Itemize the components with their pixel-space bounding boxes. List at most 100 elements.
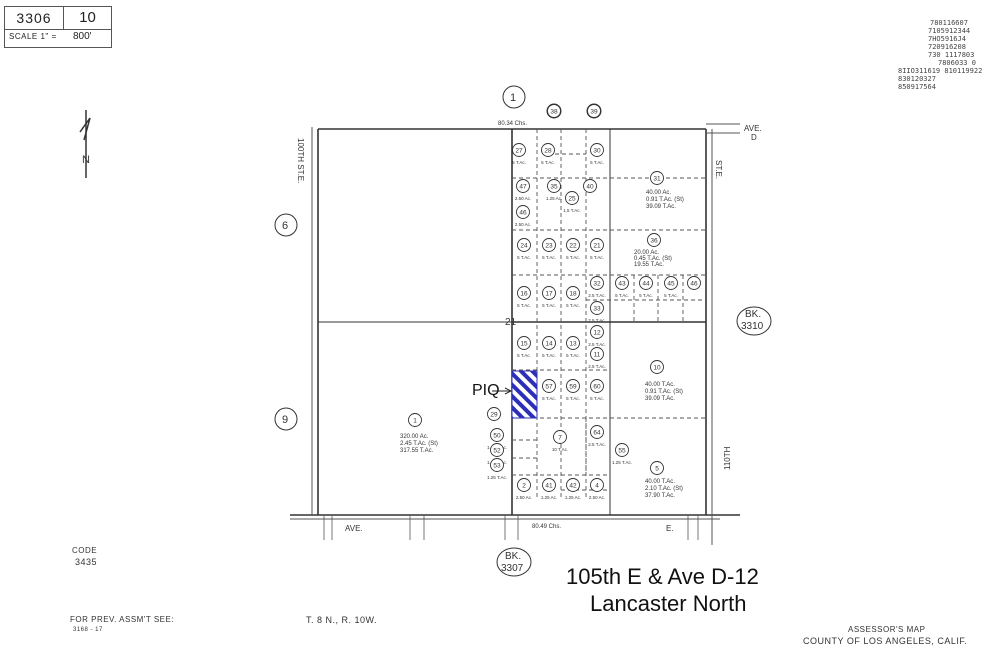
parcel-circle bbox=[542, 336, 556, 350]
parcel-area: 2.5 T.Ac. bbox=[588, 318, 605, 323]
parcel-circle bbox=[566, 478, 580, 492]
bottom-book-label: BK. bbox=[505, 551, 521, 562]
map-reference-box: 3306 10 SCALE 1" = 800' bbox=[4, 6, 112, 48]
parcel-circle bbox=[566, 286, 580, 300]
parcel-area: 5 T.Ac. bbox=[517, 303, 531, 308]
parcel-number: 15 bbox=[520, 341, 528, 348]
ave-bottom-left-label: AVE. bbox=[345, 524, 363, 533]
parcel-area: 5 T.Ac. bbox=[517, 255, 531, 260]
assessor-map-label: ASSESSOR'S MAP bbox=[848, 625, 926, 634]
parcel-circle bbox=[547, 179, 561, 193]
area-p1-l3: 317.55 T.Ac. bbox=[400, 448, 434, 454]
north-arrow-icon bbox=[79, 110, 91, 178]
stamp-line: 7806033 0 bbox=[938, 59, 976, 67]
parcel-40: 40 bbox=[583, 179, 597, 193]
parcel-area: 5 T.Ac. bbox=[590, 396, 604, 401]
parcel-number: 46 bbox=[519, 210, 527, 217]
parcel-circle bbox=[590, 379, 604, 393]
parcel-number: 1 bbox=[413, 418, 417, 425]
code-value: 3435 bbox=[75, 557, 98, 567]
parcel-24: 24 5 T.Ac. bbox=[517, 238, 531, 260]
parcel-circle bbox=[542, 379, 556, 393]
parcel-circle bbox=[687, 276, 701, 290]
parcel-number: 38 bbox=[550, 109, 558, 116]
parcel-number: 24 bbox=[520, 243, 528, 250]
parcel-circle bbox=[590, 325, 604, 339]
bottom-dimension: 80.49 Chs. bbox=[532, 524, 561, 530]
parcel-53: 531.25 T.Ac. bbox=[487, 458, 507, 480]
parcel-number: 13 bbox=[569, 341, 577, 348]
location-line-2: Lancaster North bbox=[590, 591, 747, 616]
street-100th-label: 100TH ST.E. bbox=[296, 138, 305, 183]
parcel-area: 5 T.Ac. bbox=[566, 353, 580, 358]
parcel-circle bbox=[590, 347, 604, 361]
parcel-area: 1.5 T.Ac. bbox=[563, 208, 580, 213]
parcel-12: 122.5 T.Ac. bbox=[588, 325, 606, 347]
parcel-number: 7 bbox=[558, 435, 562, 442]
parcel-circle bbox=[587, 104, 601, 118]
parcel-circle bbox=[590, 238, 604, 252]
right-book-number: 3310 bbox=[741, 321, 764, 332]
parcel-number: 17 bbox=[545, 291, 553, 298]
parcel-number: 47 bbox=[519, 184, 527, 191]
area-p36-l2: 0.45 T.Ac. (St) bbox=[634, 256, 672, 262]
township-label: T. 8 N., R. 10W. bbox=[306, 615, 378, 625]
parcel-46: 46 2.50 Ac. bbox=[515, 205, 531, 227]
parcel-14: 145 T.Ac. bbox=[542, 336, 556, 358]
stamp-line: 7HO5916J4 bbox=[928, 35, 966, 43]
parcel-1: 1 bbox=[408, 413, 422, 427]
parcel-circle bbox=[566, 238, 580, 252]
parcel-circle bbox=[650, 171, 664, 185]
scale-label: SCALE 1" = bbox=[9, 32, 57, 41]
parcel-circle bbox=[517, 478, 531, 492]
parcel-11: 112.5 T.Ac. bbox=[588, 347, 606, 369]
piq-arrow-head bbox=[504, 387, 513, 395]
map-page-6: 6 bbox=[282, 220, 288, 232]
parcel-number: 11 bbox=[594, 352, 601, 359]
parcel-circle bbox=[490, 458, 504, 472]
parcel-circle bbox=[590, 276, 604, 290]
ave-d-label-top: AVE. bbox=[744, 124, 762, 133]
parcel-5: 5 bbox=[650, 461, 664, 475]
street-110th-label: 110TH bbox=[723, 446, 732, 470]
parcel-number: 46 bbox=[690, 281, 698, 288]
parcel-circle bbox=[590, 425, 604, 439]
parcel-44: 445 T.Ac. bbox=[639, 276, 653, 298]
north-label: N bbox=[82, 154, 90, 166]
parcel-number: 27 bbox=[515, 148, 523, 155]
parcel-number: 16 bbox=[520, 291, 528, 298]
parcel-number: 42 bbox=[569, 483, 577, 490]
parcel-area: 5 T.Ac. bbox=[566, 255, 580, 260]
parcel-number: 44 bbox=[642, 281, 650, 288]
parcel-number: 14 bbox=[545, 341, 553, 348]
parcel-33: 332.5 T.Ac. bbox=[588, 301, 606, 323]
parcel-circle bbox=[615, 276, 629, 290]
right-book-label: BK. bbox=[745, 309, 761, 320]
parcel-number: 5 bbox=[655, 466, 659, 473]
parcel-area: 10 T.Ac. bbox=[552, 447, 568, 452]
parcel-circle bbox=[408, 413, 422, 427]
parcel-number: 41 bbox=[545, 483, 553, 490]
parcel-16: 16 5 T.Ac. bbox=[517, 286, 531, 308]
parcel-number: 32 bbox=[593, 281, 601, 288]
bottom-ticks bbox=[323, 515, 699, 540]
stamp-line: 730 1117803 bbox=[928, 51, 975, 59]
bottom-book-number: 3307 bbox=[501, 563, 524, 574]
parcel-number: 64 bbox=[593, 430, 601, 437]
parcel-number: 45 bbox=[667, 281, 675, 288]
piq-parcel bbox=[511, 370, 538, 419]
area-notes: 320.00 Ac. 2.45 T.Ac. (St) 317.55 T.Ac. … bbox=[400, 190, 684, 499]
prev-assessment-label: FOR PREV. ASSM'T SEE: bbox=[70, 615, 175, 624]
parcel-35: 351.25 Ac. bbox=[546, 179, 562, 201]
parcel-area: 2.50 Ac. bbox=[589, 495, 605, 500]
parcel-area: 5 T.Ac. bbox=[664, 293, 678, 298]
parcel-circle bbox=[516, 179, 530, 193]
map-page-1: 1 bbox=[510, 92, 516, 104]
parcel-area: 5 T.Ac. bbox=[512, 160, 526, 165]
parcel-36: 36 bbox=[647, 233, 661, 247]
parcel-circle bbox=[517, 238, 531, 252]
parcel-64: 642.5 T.Ac. bbox=[588, 425, 606, 447]
parcel-number: 39 bbox=[590, 109, 598, 116]
parcel-number: 50 bbox=[493, 433, 501, 440]
parcel-area: 2.50 Ac. bbox=[515, 222, 531, 227]
